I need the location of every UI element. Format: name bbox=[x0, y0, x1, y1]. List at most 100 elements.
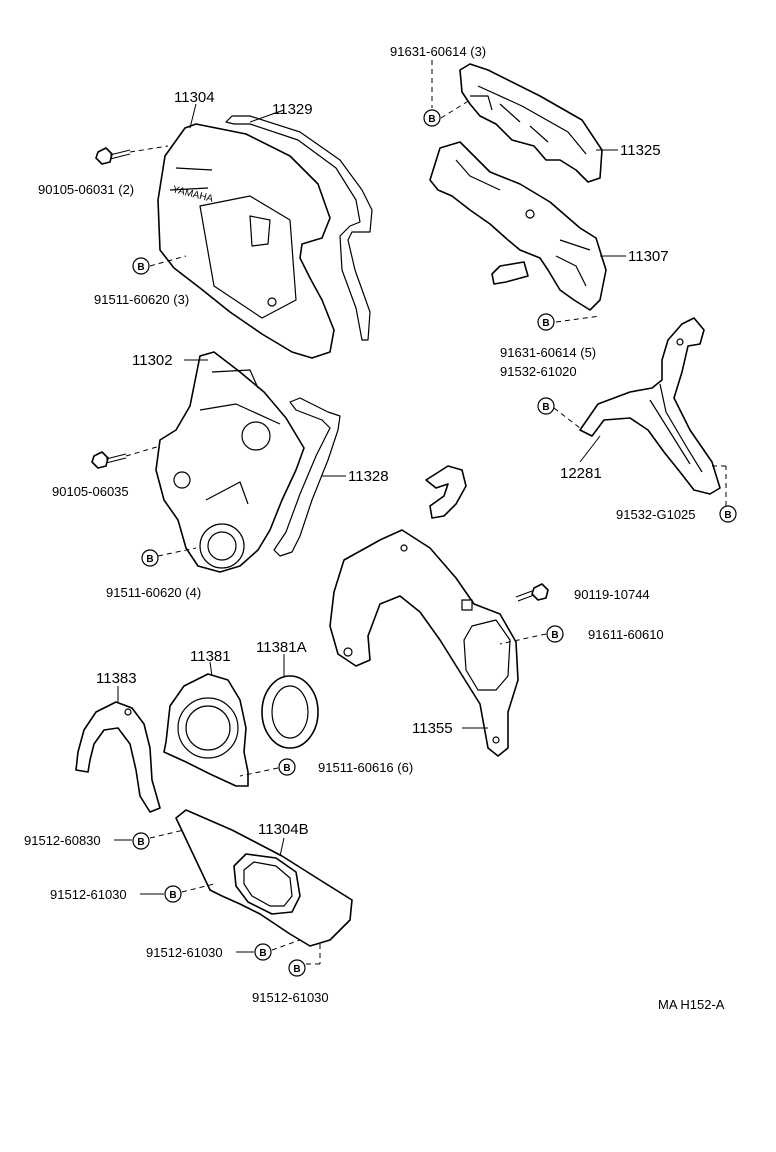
small-bracket bbox=[425, 465, 467, 519]
leader-91511-6 bbox=[239, 767, 279, 777]
cover-11302-seal-outer bbox=[199, 523, 245, 569]
inner-cover-11307-hole bbox=[525, 209, 535, 219]
leader-11381 bbox=[209, 661, 213, 677]
svg-text:B: B bbox=[259, 948, 266, 959]
inner-cover-11307-tab bbox=[491, 261, 529, 285]
cover-11302-seal-inner bbox=[207, 531, 237, 561]
label-11381a: 11381A bbox=[256, 639, 307, 656]
leader-90105-06031 bbox=[129, 145, 169, 153]
label-11325: 11325 bbox=[620, 142, 661, 159]
badge-91532-61020: B bbox=[537, 397, 555, 415]
leader-11304b bbox=[279, 837, 285, 857]
label-11304: 11304 bbox=[174, 89, 215, 106]
leader-11304 bbox=[189, 103, 197, 129]
bolt-90105-06031-icon bbox=[95, 147, 131, 165]
label-11355: 11355 bbox=[412, 720, 453, 737]
cover-11304-ribs bbox=[169, 167, 297, 319]
retainer-11383-hole bbox=[124, 708, 132, 716]
bolt-90119-10744-icon bbox=[515, 583, 549, 602]
badge-91512-60830: B bbox=[132, 832, 150, 850]
bracket-12281-hole bbox=[676, 338, 684, 346]
gasket-11329 bbox=[225, 115, 373, 341]
oil-seal-11381a bbox=[261, 675, 319, 749]
badge-91611: B bbox=[546, 625, 564, 643]
retainer-11381 bbox=[163, 673, 249, 787]
leader-11329 bbox=[249, 109, 285, 123]
svg-text:B: B bbox=[542, 402, 549, 413]
badge-91512-61030-c: B bbox=[288, 959, 306, 977]
back-plate-11355-hole-3 bbox=[492, 736, 500, 744]
cover-11304-hole bbox=[267, 297, 277, 307]
svg-text:B: B bbox=[293, 964, 300, 975]
drawing-code: MA H152-A bbox=[658, 997, 725, 1012]
oil-seal-11381a-inner bbox=[271, 685, 309, 739]
label-11383: 11383 bbox=[96, 670, 137, 687]
back-plate-11355 bbox=[329, 529, 519, 757]
label-91631-60614-3: 91631-60614 (3) bbox=[390, 44, 486, 59]
retainer-11381-bore-inner bbox=[185, 705, 231, 751]
label-91532-61020: 91532-61020 bbox=[500, 364, 577, 379]
cover-plate-11325-detail bbox=[470, 85, 587, 155]
label-91532-g1025: 91532-G1025 bbox=[616, 507, 696, 522]
cover-11302-hole bbox=[173, 471, 191, 489]
label-91512-61030-c: 91512-61030 bbox=[252, 990, 329, 1005]
svg-text:B: B bbox=[542, 318, 549, 329]
label-11307: 11307 bbox=[628, 248, 669, 265]
label-91512-60830: 91512-60830 bbox=[24, 833, 101, 848]
badge-91511-4: B bbox=[141, 549, 159, 567]
bracket-12281-detail bbox=[649, 383, 703, 473]
cover-11302-detail bbox=[199, 369, 281, 505]
badge-91532-g1025: B bbox=[719, 505, 737, 523]
svg-text:B: B bbox=[551, 630, 558, 641]
badge-91512-61030-a: B bbox=[164, 885, 182, 903]
leader-90105-06035 bbox=[125, 445, 161, 457]
label-90119-10744: 90119-10744 bbox=[574, 587, 650, 602]
leader-91511-4 bbox=[157, 547, 197, 557]
label-91511-60616-6: 91511-60616 (6) bbox=[318, 760, 413, 775]
label-91511-60620-4: 91511-60620 (4) bbox=[106, 585, 201, 600]
inner-cover-11307 bbox=[429, 141, 607, 311]
label-90105-06031: 90105-06031 (2) bbox=[38, 182, 134, 197]
label-91631-60614-5: 91631-60614 (5) bbox=[500, 345, 596, 360]
back-plate-11355-seal bbox=[463, 619, 511, 691]
badge-91631-3: B bbox=[423, 109, 441, 127]
bolt-90105-06035-icon bbox=[91, 451, 127, 469]
badge-91512-61030-b: B bbox=[254, 943, 272, 961]
lower-timing-cover-11302 bbox=[155, 351, 305, 573]
label-91512-61030-a: 91512-61030 bbox=[50, 887, 127, 902]
svg-text:B: B bbox=[283, 763, 290, 774]
lower-cover-11304b-window-inner bbox=[243, 861, 293, 907]
label-91611-60610: 91611-60610 bbox=[588, 627, 664, 642]
upper-timing-cover-11304 bbox=[157, 123, 335, 359]
label-11304b: 11304B bbox=[258, 821, 309, 838]
leader-12281 bbox=[579, 435, 601, 463]
label-91511-60620-3: 91511-60620 (3) bbox=[94, 292, 189, 307]
label-11302: 11302 bbox=[132, 352, 173, 369]
leader-91631-3 bbox=[440, 99, 471, 119]
svg-text:B: B bbox=[724, 510, 731, 521]
retainer-11383 bbox=[75, 701, 161, 813]
svg-text:B: B bbox=[137, 837, 144, 848]
inner-cover-11307-detail bbox=[455, 159, 591, 287]
svg-text:B: B bbox=[169, 890, 176, 901]
badge-91631-5: B bbox=[537, 313, 555, 331]
leader-91631-5 bbox=[555, 315, 601, 323]
label-11328: 11328 bbox=[348, 468, 389, 485]
bracket-12281 bbox=[579, 317, 721, 495]
label-91512-61030-b: 91512-61030 bbox=[146, 945, 223, 960]
svg-text:B: B bbox=[428, 114, 435, 125]
badge-91511-6: B bbox=[278, 758, 296, 776]
retainer-11381-bore-outer bbox=[177, 697, 239, 759]
label-11329: 11329 bbox=[272, 101, 313, 118]
leader-91512-61030-a-dash bbox=[181, 883, 215, 893]
leader-91512-60830-dash bbox=[149, 829, 185, 839]
leader-91611 bbox=[499, 633, 547, 645]
lower-cover-11304b-window bbox=[233, 853, 301, 915]
leader-91512-61030-b-dash bbox=[271, 939, 301, 951]
back-plate-11355-hole-2 bbox=[343, 647, 353, 657]
label-12281: 12281 bbox=[560, 465, 602, 482]
back-plate-11355-hole-1 bbox=[400, 544, 408, 552]
gasket-11328 bbox=[273, 397, 341, 557]
svg-text:B: B bbox=[146, 554, 153, 565]
